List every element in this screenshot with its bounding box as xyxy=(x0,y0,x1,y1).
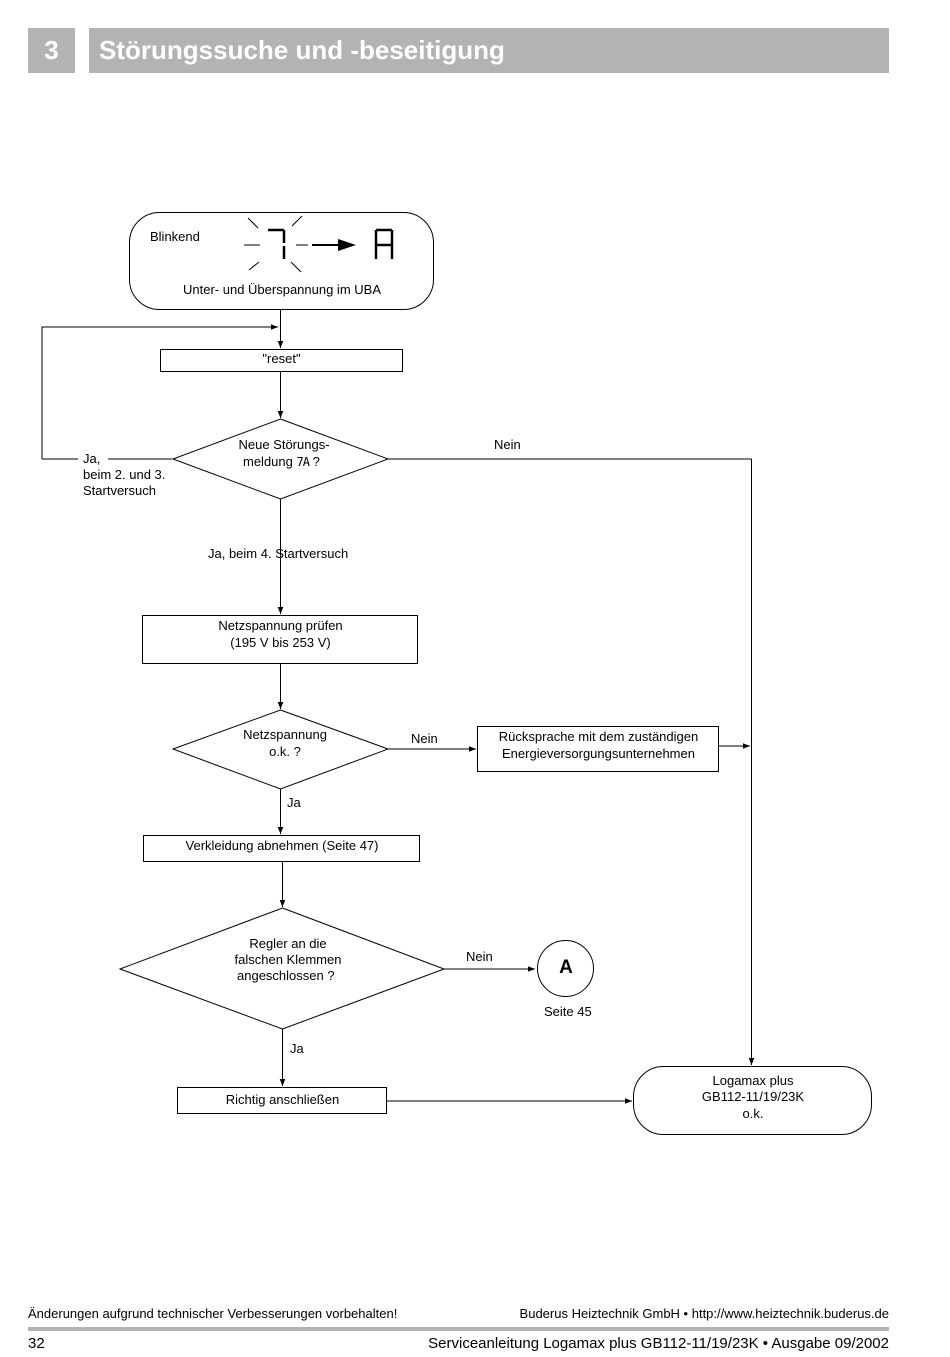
consult-line1: Rücksprache mit dem zuständigen xyxy=(498,729,699,744)
consult-box xyxy=(477,726,719,772)
connect-correctly-label: Richtig anschließen xyxy=(225,1092,340,1107)
footer-disclaimer: Änderungen aufgrund technischer Verbesse… xyxy=(28,1306,398,1321)
blink-rays xyxy=(244,215,308,273)
end-terminal xyxy=(633,1066,872,1135)
ja-voltage-label: Ja xyxy=(287,795,301,810)
page-number: 32 xyxy=(28,1335,45,1352)
start-terminal xyxy=(129,212,434,310)
connect-correctly-box xyxy=(177,1087,387,1114)
footer-publication: Serviceanleitung Logamax plus GB112-11/1… xyxy=(428,1335,889,1352)
start-description: Unter- und Überspannung im UBA xyxy=(183,282,381,297)
controller-line2: falschen Klemmen xyxy=(234,952,342,967)
new-fault-suffix: ? xyxy=(312,454,320,469)
chapter-number: 3 xyxy=(28,28,75,73)
new-fault-prefix: meldung xyxy=(243,454,293,469)
nein-top-label: Nein xyxy=(494,437,521,452)
new-fault-code: 7A xyxy=(296,455,310,469)
segment-letter-a xyxy=(374,228,394,259)
remove-cover-label: Verkleidung abnehmen (Seite 47) xyxy=(185,838,379,853)
new-fault-line1: Neue Störungs- xyxy=(238,437,330,452)
voltage-ok-line2: o.k. ? xyxy=(269,744,301,759)
loop-label-line1: Ja, xyxy=(83,451,101,466)
remove-cover-box xyxy=(143,835,420,862)
controller-line3: angeschlossen ? xyxy=(237,968,335,983)
consult-line2: Energieversorgungsunternehmen xyxy=(502,746,695,761)
nein-voltage-label: Nein xyxy=(411,731,438,746)
connector-a-page-ref: Seite 45 xyxy=(544,1004,592,1019)
nein-controller-label: Nein xyxy=(466,949,493,964)
check-voltage-line2: (195 V bis 253 V) xyxy=(230,635,331,650)
check-voltage-line1: Netzspannung prüfen xyxy=(218,618,343,633)
new-fault-line2: meldung 7A ? xyxy=(243,454,320,470)
ja-fourth-label: Ja, beim 4. Startversuch xyxy=(208,546,349,561)
footer-divider xyxy=(28,1327,889,1331)
reset-box xyxy=(160,349,403,372)
end-line3: o.k. xyxy=(742,1106,764,1121)
loop-label-line2: beim 2. und 3. xyxy=(83,467,166,482)
connector-a-label: A xyxy=(559,957,573,978)
page-title: Störungssuche und -beseitigung xyxy=(89,28,889,73)
footer-company: Buderus Heiztechnik GmbH • http://www.he… xyxy=(519,1306,889,1321)
segment-digit-7 xyxy=(268,228,286,259)
check-voltage-box xyxy=(142,615,418,664)
loop-label-line3: Startversuch xyxy=(83,483,156,498)
end-line1: Logamax plus xyxy=(712,1073,794,1088)
loop-back-line xyxy=(41,324,278,459)
blink-label: Blinkend xyxy=(150,229,200,244)
connector-a-circle xyxy=(537,940,594,997)
controller-line1: Regler an die xyxy=(249,936,327,951)
ja-controller-label: Ja xyxy=(290,1041,304,1056)
voltage-ok-line1: Netzspannung xyxy=(243,727,327,742)
reset-label: "reset" xyxy=(262,351,301,366)
end-line2: GB112-11/19/23K xyxy=(701,1089,805,1104)
